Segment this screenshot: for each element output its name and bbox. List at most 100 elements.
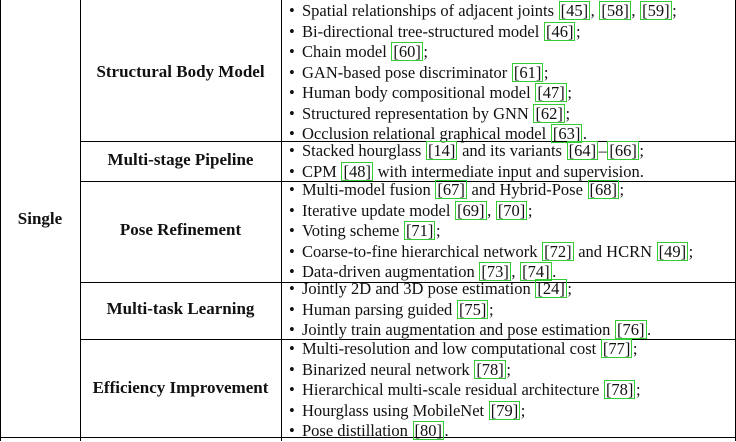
item-text: Spatial relationships of adjacent joints	[302, 1, 559, 20]
bullet-icon: •	[289, 241, 295, 261]
citation-link[interactable]: [72]	[542, 241, 574, 261]
table-left-border	[0, 0, 1, 441]
item-text: ;	[635, 380, 641, 399]
bullet-icon: •	[289, 180, 295, 199]
bullet-icon: •	[289, 339, 295, 358]
citation-link[interactable]: [80]	[412, 421, 445, 440]
item-text: and HCRN	[574, 241, 657, 261]
item-text: Iterative update model	[302, 200, 455, 220]
citation-link[interactable]: [47]	[535, 83, 567, 102]
category-column-divider	[80, 0, 81, 441]
item-text: ;	[435, 221, 441, 240]
citation-link[interactable]: [71]	[403, 221, 436, 240]
item-text: .	[647, 320, 652, 339]
group-divider	[81, 181, 736, 182]
group-label-efficiency-improvement: Efficiency Improvement	[92, 378, 269, 397]
list-item: • Jointly 2D and 3D pose estimation [24];	[289, 279, 651, 300]
citation-link[interactable]: [66]	[607, 141, 639, 160]
citation-link[interactable]: [68]	[587, 180, 620, 199]
citation-link[interactable]: [78]	[474, 359, 506, 379]
list-item: •Stacked hourglass [14] and its variants…	[289, 141, 644, 162]
citation-link[interactable]: [46]	[543, 21, 576, 41]
citation-link[interactable]: [67]	[435, 180, 467, 199]
bullet-icon: •	[289, 359, 295, 379]
bullet-icon: •	[289, 200, 295, 220]
group-divider	[81, 339, 736, 340]
citation-link[interactable]: [79]	[488, 400, 521, 420]
list-item: •Hierarchical multi-scale residual archi…	[289, 380, 641, 401]
citation-link[interactable]: [73]	[479, 262, 511, 281]
item-text: ;	[567, 279, 572, 298]
item-text: Occlusion relational graphical model	[302, 124, 551, 143]
list-item: •CPM [48] with intermediate input and su…	[289, 161, 644, 183]
item-text: Binarized neural network	[302, 359, 474, 379]
citation-link[interactable]: [58]	[599, 1, 631, 20]
item-text: ,	[487, 200, 496, 220]
citation-link[interactable]: [62]	[533, 103, 565, 123]
bullet-icon: •	[289, 21, 295, 41]
group-divider	[81, 141, 736, 142]
item-text: ;	[423, 42, 428, 61]
item-text: ,	[631, 1, 640, 20]
item-text: ;	[619, 180, 625, 199]
group-label-multi-stage-pipeline: Multi-stage Pipeline	[107, 150, 254, 169]
bullet-icon: •	[289, 380, 295, 399]
citation-link[interactable]: [64]	[566, 141, 599, 160]
group-items-structural-body-model: • Spatial relationships of adjacent joint…	[289, 1, 677, 145]
citation-link[interactable]: [76]	[615, 320, 647, 339]
group-items-multi-task-learning: • Jointly 2D and 3D pose estimation [24];…	[289, 279, 651, 341]
label-column-divider	[281, 0, 282, 441]
item-text: ;	[527, 200, 533, 220]
list-item: •Spatial relationships of adjacent joint…	[289, 1, 677, 22]
list-item: •Bi-directional tree-structured model [4…	[289, 21, 677, 43]
item-text: ;	[672, 1, 677, 20]
list-item: •Human parsing guided [75];	[289, 299, 651, 321]
bullet-icon: •	[289, 262, 295, 281]
group-label-multi-task-learning: Multi-task Learning	[106, 299, 255, 318]
citation-link[interactable]: [78]	[603, 380, 636, 399]
list-item: •Human body compositional model [47];	[289, 83, 677, 104]
item-text: Data-driven augmentation	[302, 262, 479, 281]
item-text: CPM	[302, 161, 341, 181]
bullet-icon: •	[289, 279, 295, 298]
citation-link[interactable]: [45]	[558, 1, 591, 20]
item-text: ;	[520, 400, 526, 420]
item-text: Human parsing guided	[302, 299, 457, 319]
item-text: Hourglass using MobileNet	[302, 400, 489, 420]
item-text: ;	[688, 241, 694, 261]
item-text: Multi-resolution and low computational c…	[302, 339, 601, 358]
citation-link[interactable]: [75]	[456, 299, 489, 319]
bullet-icon: •	[289, 221, 295, 240]
group-label-structural-body-model: Structural Body Model	[96, 62, 265, 81]
bullet-icon: •	[289, 62, 295, 82]
item-text: ;	[488, 299, 494, 319]
citation-link[interactable]: [24]	[535, 279, 567, 298]
bullet-icon: •	[289, 103, 295, 123]
bullet-icon: •	[289, 83, 295, 102]
category-label: Single	[17, 209, 63, 228]
group-items-efficiency-improvement: • Multi-resolution and low computational …	[289, 339, 641, 442]
bullet-icon: •	[289, 124, 295, 143]
list-item: •Chain model [60];	[289, 42, 677, 63]
item-text: .	[444, 421, 449, 440]
item-text: ;	[632, 339, 638, 358]
citation-link[interactable]: [49]	[656, 241, 689, 261]
group-items-multi-stage-pipeline: •Stacked hourglass [14] and its variants…	[289, 141, 644, 182]
item-text: Jointly 2D and 3D pose estimation	[302, 279, 535, 298]
citation-link[interactable]: [60]	[391, 42, 423, 61]
citation-link[interactable]: [77]	[600, 339, 633, 358]
list-item: •GAN-based pose discriminator [61];	[289, 62, 677, 84]
citation-link[interactable]: [70]	[495, 200, 528, 220]
bullet-icon: •	[289, 400, 295, 420]
citation-link[interactable]: [59]	[640, 1, 672, 20]
citation-link[interactable]: [61]	[511, 62, 544, 82]
item-text: Jointly train augmentation and pose esti…	[302, 320, 615, 339]
item-text: ;	[506, 359, 511, 379]
citation-link[interactable]: [69]	[455, 200, 487, 220]
list-item: •Coarse-to-fine hierarchical network [72…	[289, 241, 694, 263]
citation-link[interactable]: [48]	[341, 161, 373, 181]
item-text: Pose distillation	[302, 421, 413, 440]
bullet-icon: •	[289, 42, 295, 61]
citation-link[interactable]: [14]	[425, 141, 458, 160]
bullet-icon: •	[289, 320, 295, 339]
